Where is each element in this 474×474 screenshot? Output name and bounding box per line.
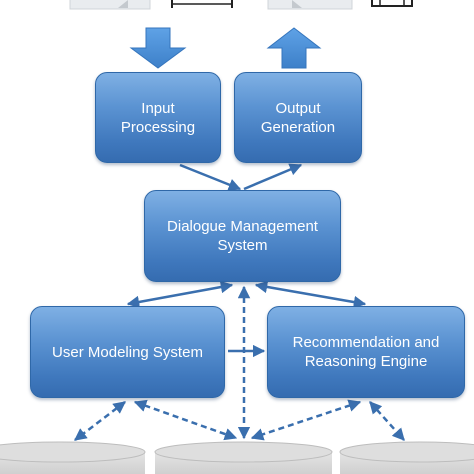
- user-left-dashed-arrow: [74, 401, 126, 441]
- dialogue-user-arrow: [126, 280, 234, 309]
- output-generation-box: Output Generation: [234, 72, 362, 163]
- top-connector-icon: [171, 0, 233, 8]
- output-generation-label: Output Generation: [260, 99, 336, 136]
- user-center-dashed-arrow: [133, 399, 238, 441]
- dialogue-management-box: Dialogue Management System: [144, 190, 341, 282]
- input-processing-box: Input Processing: [95, 72, 221, 163]
- dialogue-recommend-arrow: [254, 280, 367, 309]
- top-device-icon: [371, 0, 413, 7]
- recommendation-engine-label: Recommendation and Reasoning Engine: [292, 334, 440, 370]
- dialogue-management-label: Dialogue Management System: [167, 218, 318, 254]
- right-arrow-icon: [292, 0, 302, 8]
- top-output-panel: [267, 0, 353, 10]
- input-to-dialogue-arrow: [179, 163, 242, 191]
- left-arrow-icon: [118, 0, 128, 8]
- database-cylinder-right: [339, 441, 474, 474]
- database-cylinder-left: [0, 441, 146, 474]
- user-modeling-label: User Modeling System: [52, 343, 203, 361]
- top-input-panel: [69, 0, 151, 10]
- user-modeling-box: User Modeling System: [30, 306, 225, 398]
- input-processing-label: Input Processing: [120, 99, 196, 136]
- recommend-center-dashed-arrow: [250, 399, 362, 441]
- dialogue-to-output-arrow: [243, 163, 303, 191]
- database-cylinder-center: [154, 441, 333, 474]
- input-block-arrow: [129, 27, 187, 69]
- recommendation-engine-box: Recommendation and Reasoning Engine: [267, 306, 465, 398]
- recommend-right-dashed-arrow: [369, 401, 405, 441]
- output-block-arrow: [266, 27, 322, 69]
